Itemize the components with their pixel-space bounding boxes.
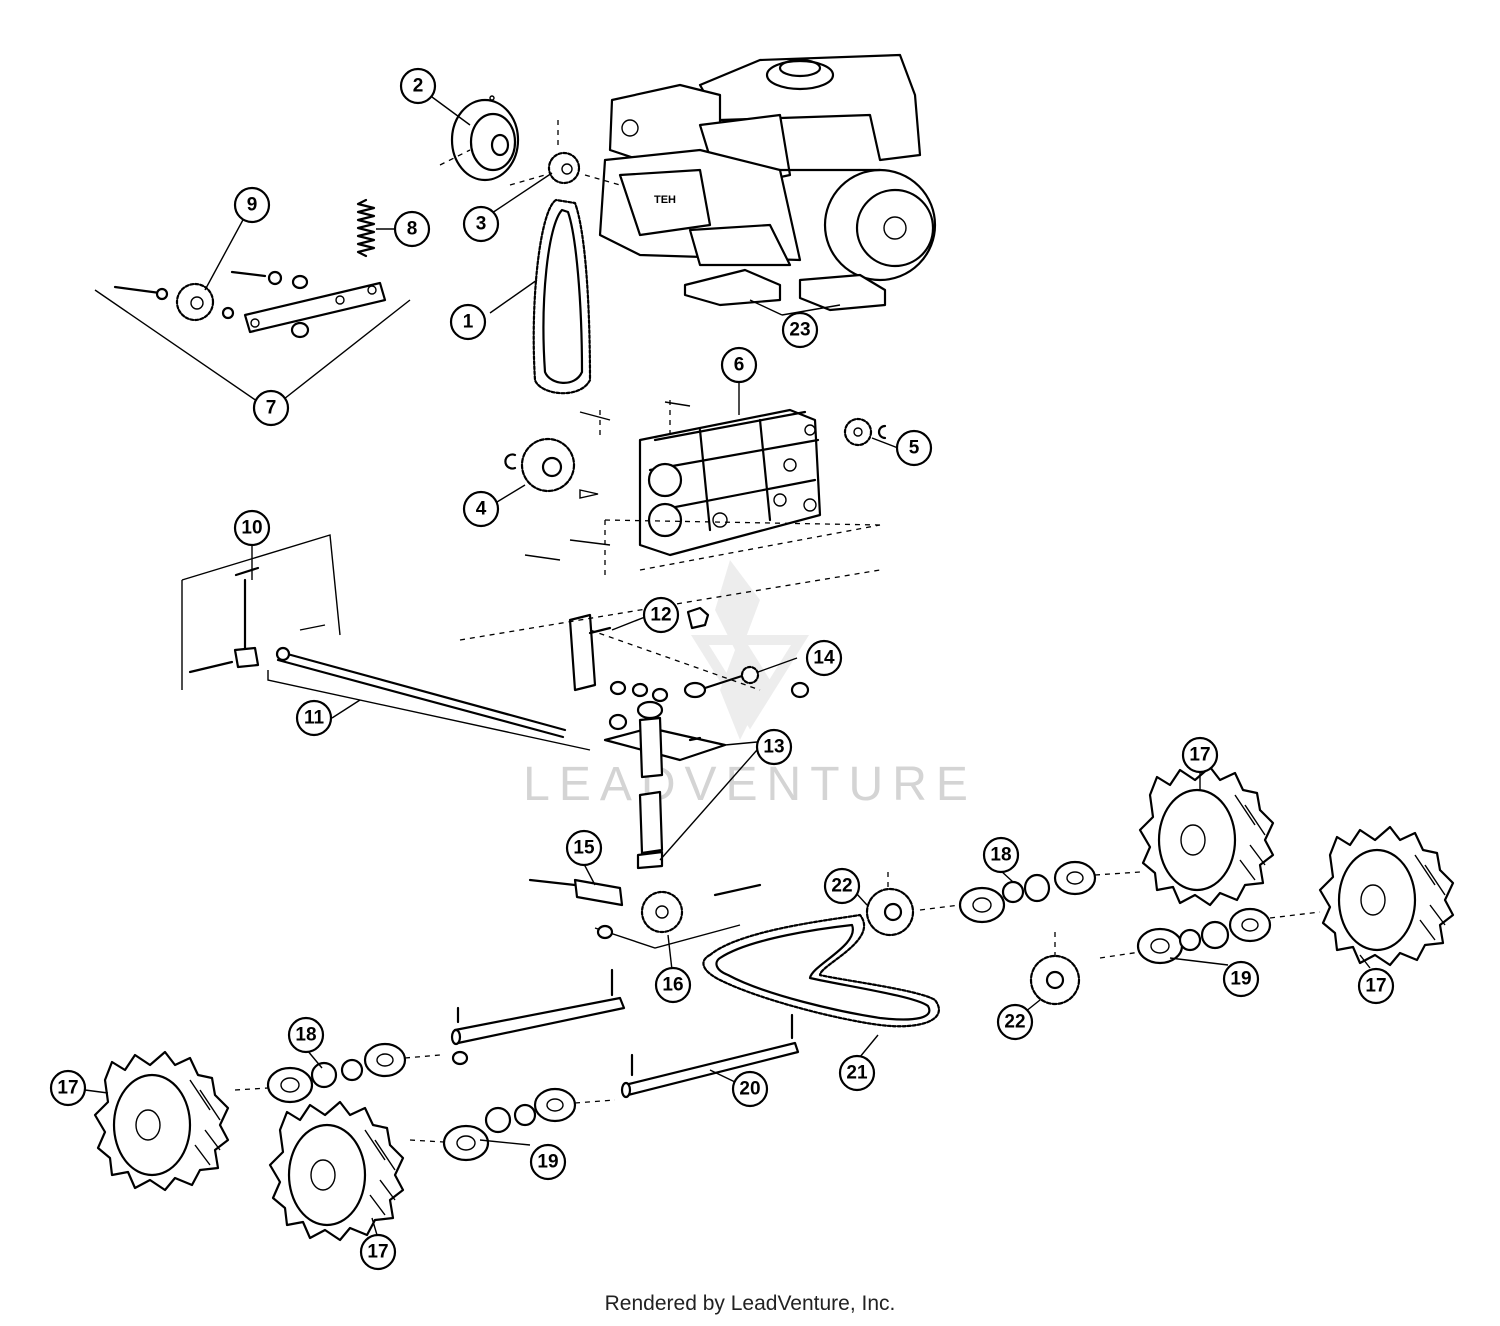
svg-text:17: 17 (1189, 745, 1210, 766)
hub-bearing-set (919, 860, 1321, 965)
svg-text:22: 22 (1004, 1012, 1025, 1033)
tire-icon (268, 1100, 405, 1242)
sprocket-icon (865, 872, 1081, 1006)
callout-22: 22 (823, 867, 861, 905)
svg-text:18: 18 (990, 845, 1011, 866)
idler-assembly (94, 270, 411, 411)
svg-text:13: 13 (763, 737, 784, 758)
axle (450, 968, 800, 1099)
svg-text:18: 18 (295, 1025, 316, 1046)
callout-10: 10 (233, 509, 271, 547)
callout-17: 17 (1357, 967, 1395, 1005)
callout-19: 19 (1222, 960, 1260, 998)
sprocket-icon (509, 120, 621, 186)
tire-icon (93, 1050, 230, 1192)
callout-20: 20 (731, 1070, 769, 1108)
footer-credit: Rendered by LeadVenture, Inc. (604, 1292, 896, 1315)
callout-17: 17 (359, 1233, 397, 1271)
svg-text:22: 22 (831, 876, 852, 897)
callout-11: 11 (295, 699, 333, 737)
callout-13: 13 (755, 728, 793, 766)
watermark-logo (690, 560, 810, 740)
tire-icon (1318, 825, 1455, 967)
clutch-arm (528, 878, 762, 949)
sprocket-icon (843, 417, 887, 447)
shift-lever (181, 534, 341, 690)
callout-22: 22 (996, 1003, 1034, 1041)
sprocket-icon (504, 437, 599, 499)
callout-6: 6 (720, 346, 758, 384)
callout-14: 14 (805, 639, 843, 677)
svg-text:23: 23 (789, 320, 810, 341)
svg-text:21: 21 (846, 1063, 868, 1084)
pulley-icon (439, 95, 520, 182)
svg-text:2: 2 (413, 76, 424, 97)
callout-18: 18 (287, 1016, 325, 1054)
svg-text:17: 17 (367, 1242, 388, 1263)
callout-3: 3 (462, 205, 500, 243)
shift-rod (267, 646, 591, 751)
svg-text:1: 1 (463, 312, 474, 333)
svg-text:16: 16 (662, 975, 683, 996)
svg-text:14: 14 (813, 648, 835, 669)
callout-7: 7 (252, 389, 290, 427)
svg-text:8: 8 (407, 219, 418, 240)
callout-17: 17 (49, 1069, 87, 1107)
svg-text:17: 17 (57, 1078, 78, 1099)
engine-mount-plate (683, 268, 887, 312)
svg-text:17: 17 (1365, 976, 1386, 997)
engine-icon: TEH (598, 53, 937, 282)
callout-15: 15 (565, 829, 603, 867)
svg-text:15: 15 (573, 838, 595, 859)
callout-9: 9 (233, 186, 271, 224)
callout-19: 19 (529, 1143, 567, 1181)
watermark-text: LEADVENTURE (523, 758, 977, 811)
svg-text:TEH: TEH (654, 194, 676, 206)
svg-text:3: 3 (476, 214, 487, 235)
spring-icon (356, 198, 376, 258)
svg-text:9: 9 (247, 195, 258, 216)
callout-5: 5 (895, 429, 933, 467)
callout-23: 23 (781, 311, 819, 349)
callout-4: 4 (462, 490, 500, 528)
drive-belt (532, 198, 592, 395)
chain-icon (702, 913, 940, 1028)
callout-17: 17 (1181, 736, 1219, 774)
callout-18: 18 (982, 836, 1020, 874)
svg-text:10: 10 (241, 518, 262, 539)
callout-1: 1 (449, 303, 487, 341)
hub-bearing-set (234, 1042, 616, 1162)
callout-8: 8 (393, 210, 431, 248)
svg-text:5: 5 (909, 438, 920, 459)
svg-text:12: 12 (650, 605, 671, 626)
shift-bracket (459, 569, 881, 703)
callout-21: 21 (838, 1054, 876, 1092)
tire-icon (1138, 765, 1275, 907)
svg-text:11: 11 (304, 708, 325, 729)
leader-lines (84, 96, 1371, 1236)
svg-text:7: 7 (266, 398, 277, 419)
svg-text:4: 4 (476, 499, 487, 520)
callout-2: 2 (399, 67, 437, 105)
callout-12: 12 (642, 596, 680, 634)
gearbox-icon (524, 400, 881, 580)
shift-plate (603, 700, 727, 870)
svg-text:19: 19 (537, 1152, 558, 1173)
svg-text:20: 20 (739, 1079, 760, 1100)
svg-text:6: 6 (734, 355, 745, 376)
callout-16: 16 (654, 966, 692, 1004)
svg-text:19: 19 (1230, 969, 1251, 990)
